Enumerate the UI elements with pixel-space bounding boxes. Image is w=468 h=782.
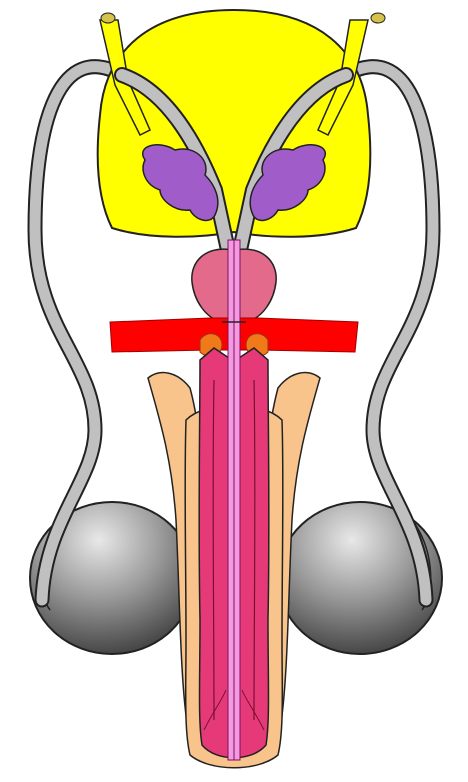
urethra xyxy=(228,240,240,760)
